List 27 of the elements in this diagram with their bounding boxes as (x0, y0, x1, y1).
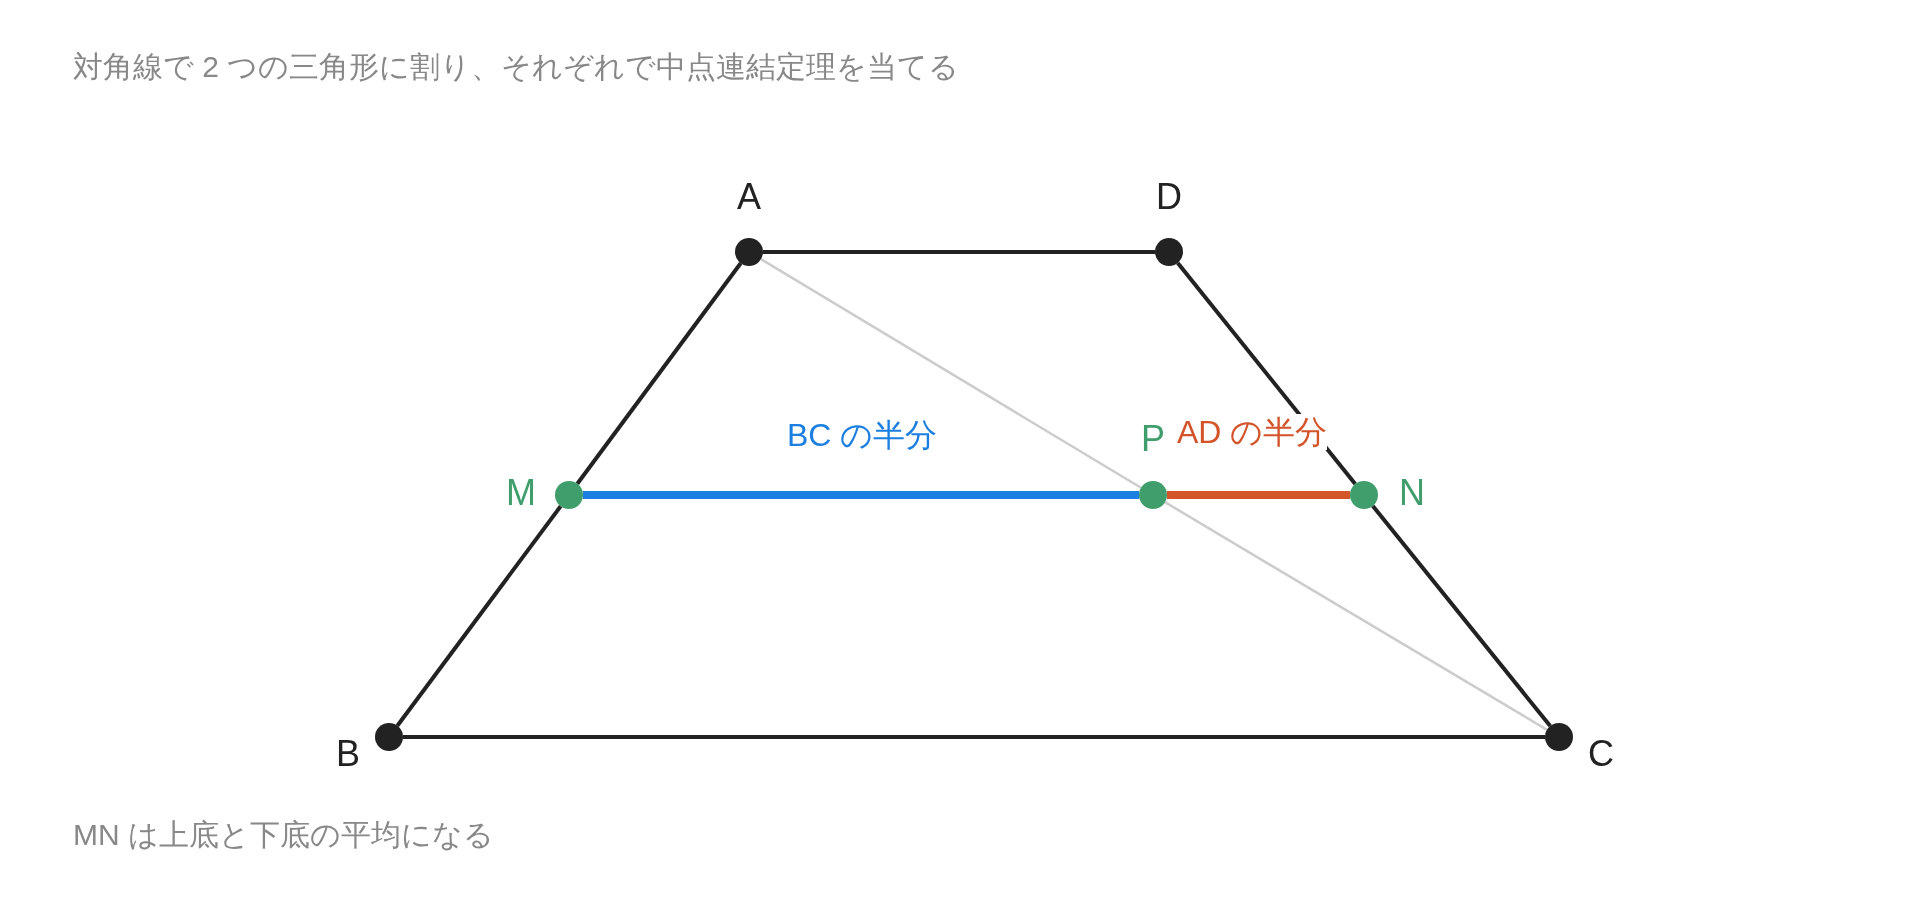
point-label: C (1588, 732, 1614, 774)
edge-label: AD の半分 (1177, 413, 1328, 451)
caption: MN は上底と下底の平均になる (73, 818, 494, 853)
point-dot (1139, 481, 1167, 509)
point-dot (735, 238, 763, 266)
point-dot (1155, 238, 1183, 266)
line-segment (403, 735, 1545, 739)
line-segment (1371, 504, 1552, 728)
edge-label: BC の半分 (787, 416, 938, 454)
line-segment (1164, 501, 1548, 731)
title: 対角線で 2 つの三角形に割り、それぞれで中点連結定理を当てる (73, 50, 960, 85)
line-segment (583, 491, 1139, 499)
line-segment (760, 258, 1142, 489)
line-segment (763, 250, 1155, 254)
point-label: D (1156, 175, 1182, 217)
line-segment (575, 262, 743, 485)
point-dot (1545, 723, 1573, 751)
point-label: M (506, 471, 536, 513)
point-label: B (336, 732, 360, 774)
point-label: N (1399, 471, 1425, 513)
line-segment (1167, 491, 1350, 499)
point-label: P (1141, 417, 1165, 459)
point-dot (1350, 481, 1378, 509)
point-label: A (737, 175, 761, 217)
point-dot (555, 481, 583, 509)
line-segment (395, 505, 563, 727)
point-dot (375, 723, 403, 751)
